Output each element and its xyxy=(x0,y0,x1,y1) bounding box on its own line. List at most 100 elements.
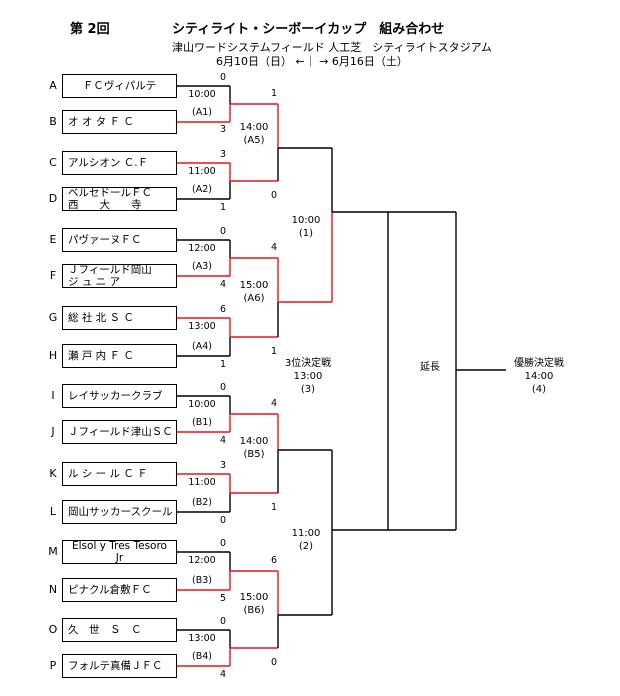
match-label: (A1) xyxy=(192,107,212,118)
team-letter: K xyxy=(49,467,57,480)
score: 5 xyxy=(219,593,227,604)
score: 4 xyxy=(219,669,227,680)
team-letter: F xyxy=(49,269,57,282)
team-box: ピナクル倉敷ＦＣ xyxy=(62,578,177,602)
match-time: 14:00 xyxy=(524,371,554,382)
team-box: Ｊフィールド津山ＳＣ xyxy=(62,420,177,444)
team-letter: L xyxy=(49,505,57,518)
match-label: (B3) xyxy=(192,575,212,586)
team-letter: H xyxy=(48,349,58,362)
final-title: 優勝決定戦 xyxy=(514,358,564,369)
team-name-line2: ジ ュ ニ ア xyxy=(68,276,121,288)
score: 0 xyxy=(219,538,227,549)
score: 6 xyxy=(270,555,278,566)
team-letter: P xyxy=(49,659,57,672)
match-label: (B2) xyxy=(192,497,212,508)
team-name: Ｊフィールド岡山 xyxy=(68,264,152,276)
match-label: (B5) xyxy=(243,449,265,460)
match-time: 14:00 xyxy=(239,436,269,447)
score: 1 xyxy=(219,359,227,370)
team-letter: G xyxy=(48,311,58,324)
extra-time-label: 延長 xyxy=(418,358,442,373)
team-name: 久 世 Ｓ Ｃ xyxy=(68,624,142,636)
match-time: 11:00 xyxy=(291,528,321,539)
score: 1 xyxy=(270,88,278,99)
team-box: ＦＣヴィパルテ xyxy=(62,74,177,98)
match-label: (2) xyxy=(298,541,314,552)
team-box: ル シ ー ル Ｃ Ｆ xyxy=(62,462,177,486)
score: 1 xyxy=(219,202,227,213)
team-name: 岡山サッカースクール xyxy=(68,506,173,518)
team-name: Elsol y Tres Tesoro xyxy=(72,540,167,552)
team-name-line2: Jr xyxy=(115,552,124,564)
score: 1 xyxy=(270,502,278,513)
team-box: フォルテ真備ＪＦＣ xyxy=(62,654,177,678)
score: 0 xyxy=(270,657,278,668)
venue-text: 津山ワードシステムフィールド 人工芝 シティライトスタジアム xyxy=(172,41,492,54)
match-time: 12:00 xyxy=(188,243,216,254)
team-name-line2: 西 大 寺 xyxy=(68,199,142,211)
score: 4 xyxy=(270,242,278,253)
match-time: 15:00 xyxy=(239,280,269,291)
team-box: オ オ タ Ｆ Ｃ xyxy=(62,110,177,134)
team-name: ＦＣヴィパルテ xyxy=(82,80,157,92)
score: 3 xyxy=(219,460,227,471)
match-label: (A4) xyxy=(192,341,212,352)
team-box: レイサッカークラブ xyxy=(62,384,177,408)
score: 4 xyxy=(219,435,227,446)
team-name: ル シ ー ル Ｃ Ｆ xyxy=(68,468,148,480)
team-name: レイサッカークラブ xyxy=(68,390,163,402)
match-time: 10:00 xyxy=(291,215,321,226)
match-label: (A6) xyxy=(243,293,265,304)
round-number: 第 2回 xyxy=(70,22,110,37)
team-letter: M xyxy=(48,545,58,558)
team-letter: O xyxy=(48,623,58,636)
match-time: 10:00 xyxy=(188,89,216,100)
score: 1 xyxy=(270,346,278,357)
team-letter: D xyxy=(48,192,58,205)
match-label: (A2) xyxy=(192,184,212,195)
score: 0 xyxy=(219,616,227,627)
team-letter: J xyxy=(51,425,55,438)
match-time: 10:00 xyxy=(188,399,216,410)
match-label: (A5) xyxy=(243,135,265,146)
team-letter: B xyxy=(49,115,57,128)
score: 4 xyxy=(270,398,278,409)
match-time: 11:00 xyxy=(188,477,216,488)
match-label: (B1) xyxy=(192,417,212,428)
dates-text: 6月10日（日） ←｜ → 6月16日（土） xyxy=(216,55,408,68)
match-time: 13:00 xyxy=(188,633,216,644)
score: 6 xyxy=(219,304,227,315)
score: 0 xyxy=(270,190,278,201)
match-time: 13:00 xyxy=(293,371,323,382)
team-box: Ｊフィールド岡山ジ ュ ニ ア xyxy=(62,264,177,288)
team-box: 瀬 戸 内 Ｆ Ｃ xyxy=(62,344,177,368)
team-box: パヴァーヌＦＣ xyxy=(62,228,177,252)
match-time: 11:00 xyxy=(188,166,216,177)
team-name: オ オ タ Ｆ Ｃ xyxy=(68,116,134,128)
team-letter: A xyxy=(49,79,57,92)
team-letter: I xyxy=(51,389,55,402)
score: 0 xyxy=(219,72,227,83)
score: 0 xyxy=(219,515,227,526)
team-name: フォルテ真備ＪＦＣ xyxy=(68,660,163,672)
team-name: パヴァーヌＦＣ xyxy=(68,234,142,246)
team-box: 久 世 Ｓ Ｃ xyxy=(62,618,177,642)
match-time: 15:00 xyxy=(239,592,269,603)
match-label: (4) xyxy=(531,384,547,395)
match-label: (A3) xyxy=(192,261,212,272)
team-letter: E xyxy=(49,233,57,246)
team-box: アルシオン Ｃ.Ｆ xyxy=(62,151,177,175)
team-name: 総 社 北 Ｓ Ｃ xyxy=(68,312,134,324)
score: 3 xyxy=(219,124,227,135)
team-name: ベルセドールＦＣ xyxy=(68,187,152,199)
match-time: 13:00 xyxy=(188,321,216,332)
match-time: 12:00 xyxy=(188,555,216,566)
score: 4 xyxy=(219,279,227,290)
team-name: ピナクル倉敷ＦＣ xyxy=(68,584,152,596)
match-label: (3) xyxy=(300,384,316,395)
team-name: アルシオン Ｃ.Ｆ xyxy=(68,157,149,169)
